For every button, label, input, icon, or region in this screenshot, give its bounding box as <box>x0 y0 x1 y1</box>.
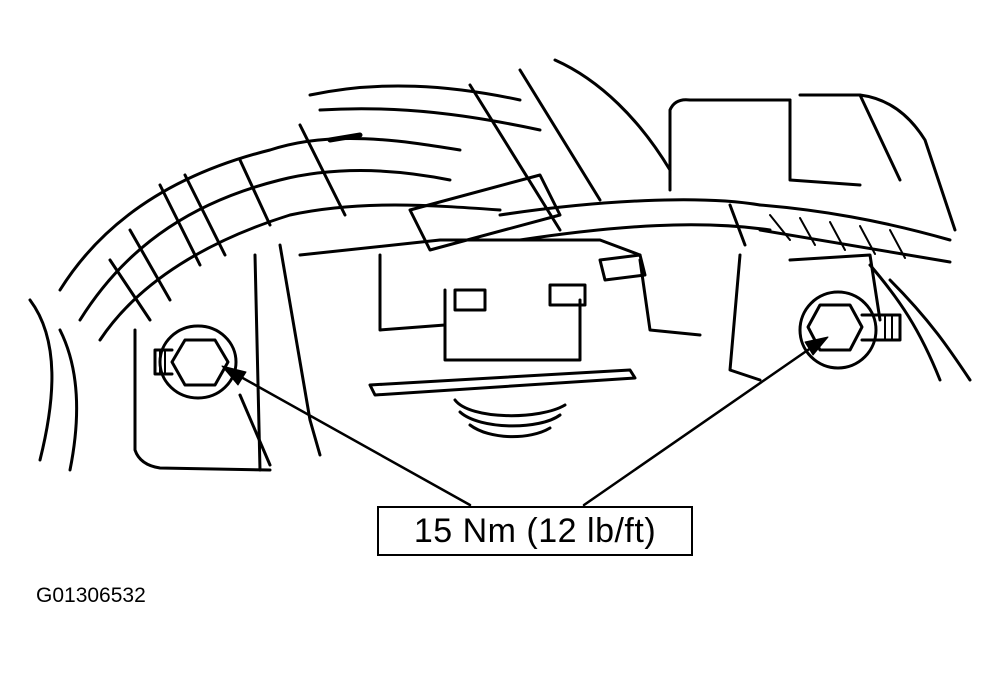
upper-right-housing <box>668 93 957 232</box>
bolt-stud-icon <box>798 290 902 370</box>
right-mount-bracket <box>728 253 972 382</box>
figure-id: G01306532 <box>36 584 146 607</box>
torque-spec-callout: 15 Nm (12 lb/ft) <box>377 506 693 556</box>
center-mount-body <box>298 238 702 439</box>
wiring-harness <box>58 58 952 342</box>
arrowheads <box>221 336 829 386</box>
bolt-stud-icon <box>153 324 238 400</box>
torque-spec-label: 15 Nm (12 lb/ft) <box>413 511 657 550</box>
left-mount-bracket <box>28 243 322 472</box>
leader-lines <box>230 341 820 507</box>
